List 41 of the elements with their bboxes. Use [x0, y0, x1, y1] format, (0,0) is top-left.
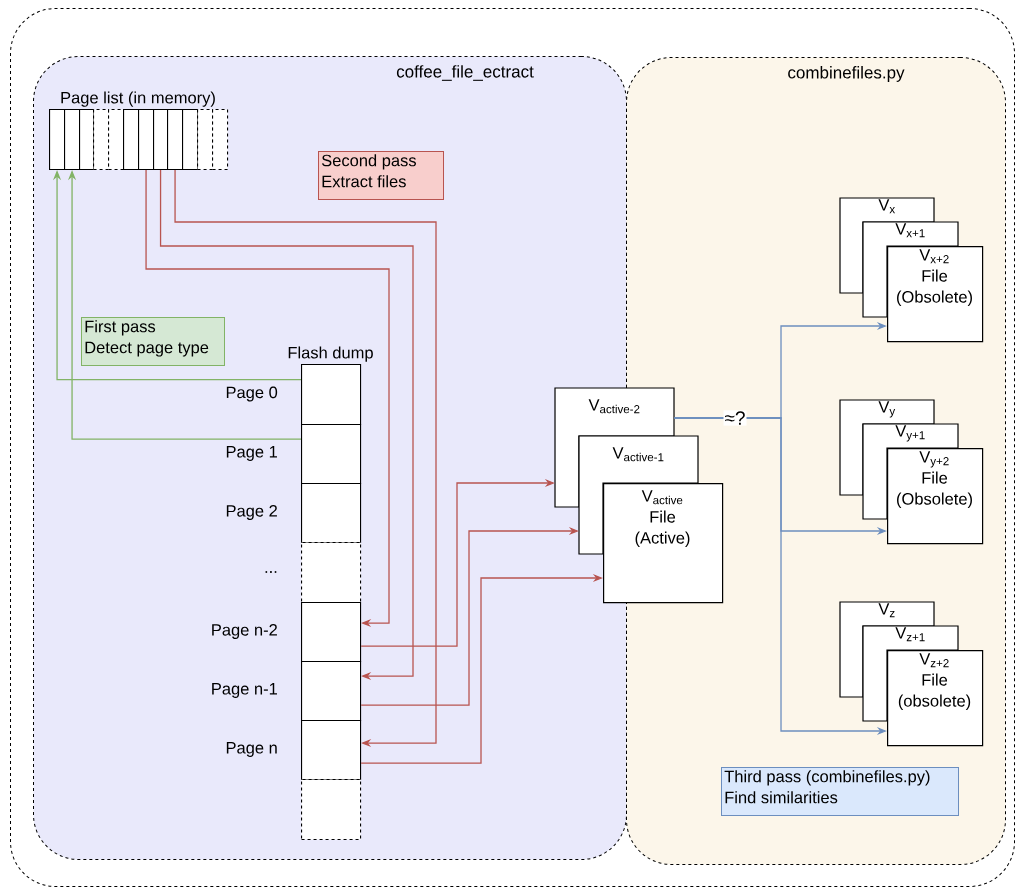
- memory-cell: [49, 109, 66, 171]
- page-cell: [301, 602, 362, 663]
- page-label: Page 0: [226, 386, 278, 402]
- memory-cell: [212, 109, 229, 171]
- arrow: [174, 169, 437, 748]
- page-cell: [301, 424, 362, 485]
- memory-cell: [123, 109, 140, 171]
- outer-frame: [10, 8, 1015, 887]
- page-label: Page 1: [226, 446, 277, 461]
- page-list: Page list (in memory): [61, 91, 215, 107]
- file-box: V$_{y+2}$ File (Obsolete): [887, 448, 984, 545]
- note-box: Second pass Extract files: [318, 151, 444, 200]
- page-label: ...: [265, 571, 277, 573]
- page-cell: [301, 483, 362, 544]
- page-cell: [301, 779, 362, 841]
- memory-cell: [153, 109, 169, 171]
- page-cell: [301, 542, 362, 604]
- page-cell: [301, 720, 362, 781]
- memory-cell: [93, 109, 110, 171]
- flash-dump-column: Flash dump: [288, 346, 373, 362]
- file-box: V$_{x+2}$ File (Obsolete): [887, 246, 984, 343]
- page-label: Page n-1: [212, 683, 277, 698]
- page-label: Page 2: [226, 505, 277, 520]
- memory-cell: [167, 109, 184, 171]
- page-label: Page n-2: [212, 624, 277, 639]
- file-box: V$_{active}$ File (Active): [603, 483, 724, 604]
- page-cell: [301, 364, 362, 426]
- memory-cell: [138, 109, 155, 171]
- memory-cell: [79, 109, 95, 171]
- memory-cell: [182, 109, 199, 171]
- memory-cell: [64, 109, 81, 171]
- file-box: V$_{z+2}$ File (obsolete): [887, 650, 984, 747]
- memory-cell: [197, 109, 214, 171]
- arrow: [159, 169, 414, 681]
- arrow: [145, 169, 390, 628]
- page-cell: [301, 661, 362, 722]
- note-box: First pass Detect page type: [81, 317, 225, 366]
- note-box: Third pass (combinefiles.py) Find similarities: [721, 767, 959, 816]
- edge-label: ≈?: [723, 410, 747, 426]
- memory-cell: [108, 109, 125, 171]
- page-label: Page n: [226, 742, 277, 757]
